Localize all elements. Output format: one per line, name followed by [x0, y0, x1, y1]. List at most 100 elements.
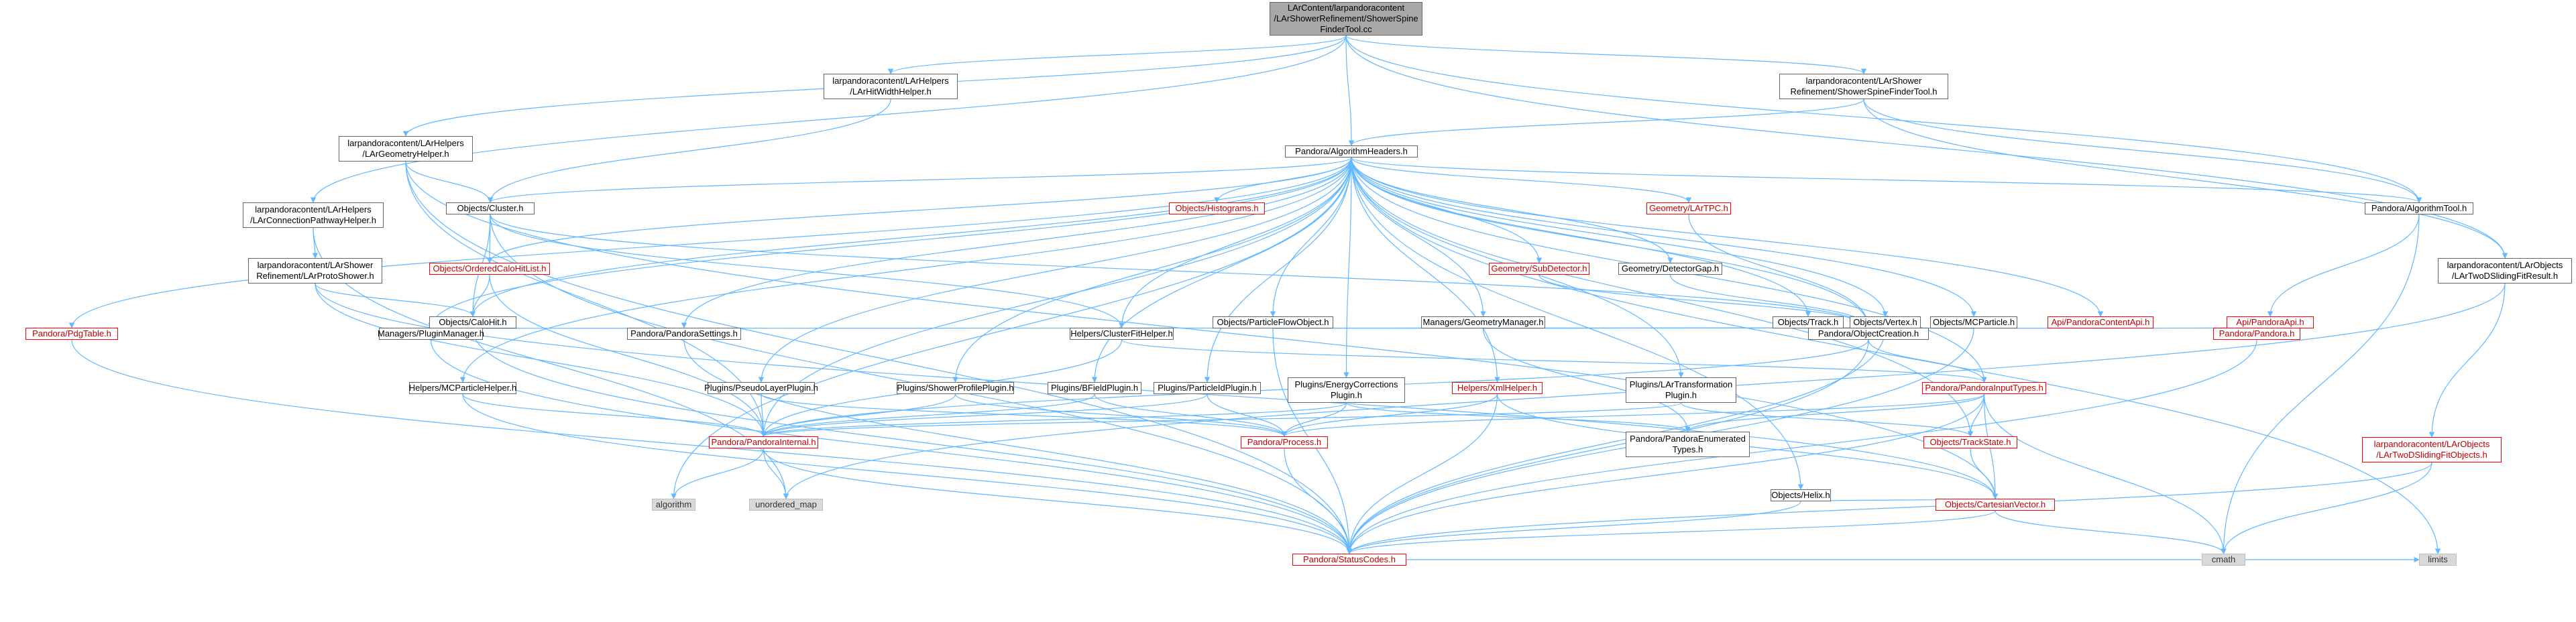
node-pbfp[interactable]: Plugins/BFieldPlugin.h [1048, 382, 1141, 394]
edge-pah-opfo [1270, 157, 1352, 317]
node-pltp[interactable]: Plugins/LArTransformation Plugin.h [1626, 377, 1736, 403]
node-apa[interactable]: Api/PandoraApi.h [2227, 316, 2314, 328]
node-ppet[interactable]: Pandora/PandoraEnumerated Types.h [1626, 432, 1750, 457]
edge-pah-ohist [1214, 157, 1352, 203]
node-l2dsfo[interactable]: larpandoracontent/LArObjects /LArTwoDSli… [2362, 437, 2502, 462]
node-lsps[interactable]: larpandoracontent/LArShower Refinement/L… [248, 258, 382, 284]
edge-pah-ohx [1351, 157, 1804, 490]
node-ocl[interactable]: Objects/Cluster.h [446, 202, 535, 214]
node-alg[interactable]: algorithm [652, 499, 695, 511]
edge-ppr-psc [1284, 448, 1353, 554]
node-gtpc[interactable]: Geometry/LArTPC.h [1646, 202, 1731, 214]
edge-ovx-psc [1346, 328, 1886, 554]
edge-pbfp-ppi [761, 393, 1095, 437]
edge-lahwh-ocl [487, 99, 891, 203]
node-limits[interactable]: limits [2419, 554, 2457, 566]
node-ppslp[interactable]: Plugins/PseudoLayerPlugin.h [704, 382, 818, 394]
edge-ocl-hcfh [490, 214, 1125, 328]
node-pah[interactable]: Pandora/AlgorithmHeaders.h [1285, 145, 1418, 158]
edge-hxml-ppr [1281, 393, 1498, 437]
node-otr[interactable]: Objects/Track.h [1773, 316, 1844, 328]
edge-pah-pecp [1343, 157, 1352, 378]
node-ppi[interactable]: Pandora/PandoraInternal.h [709, 436, 818, 448]
node-pecp[interactable]: Plugins/EnergyCorrections Plugin.h [1288, 377, 1405, 403]
node-lageo[interactable]: larpandoracontent/LArHelpers /LArGeometr… [339, 136, 473, 162]
edge-pah-ooch [486, 157, 1352, 263]
node-l2dsf[interactable]: larpandoracontent/LArObjects /LArTwoDSli… [2438, 258, 2572, 284]
edge-pah-och [469, 157, 1352, 317]
node-ppdg[interactable]: Pandora/PdgTable.h [25, 328, 118, 340]
edge-pah-poc [1351, 157, 1872, 328]
node-lssfth[interactable]: larpandoracontent/LArShower Refinement/S… [1779, 74, 1948, 99]
node-lacph[interactable]: larpandoracontent/LArHelpers /LArConnect… [243, 202, 384, 228]
edge-ohx-psc [1346, 501, 1801, 554]
edge-pltp-ppi [761, 402, 1682, 437]
edge-lageo-ocv [405, 161, 1999, 499]
edge-hmcp-ppi [462, 393, 767, 437]
edge-pat-apa [2267, 214, 2420, 317]
edge-ocl-poc [490, 214, 1872, 328]
edge-root-lacph [310, 35, 1347, 203]
node-gdg[interactable]: Geometry/DetectorGap.h [1618, 263, 1722, 275]
node-hcfh[interactable]: Helpers/ClusterFitHelper.h [1070, 328, 1174, 340]
node-ots[interactable]: Objects/TrackState.h [1923, 436, 2017, 448]
edge-ppslp-ppr [761, 393, 1288, 437]
node-pp[interactable]: Pandora/Pandora.h [2213, 328, 2300, 340]
node-opfo[interactable]: Objects/ParticleFlowObject.h [1213, 316, 1333, 328]
node-umap[interactable]: unordered_map [749, 499, 823, 511]
node-poc[interactable]: Pandora/ObjectCreation.h [1808, 328, 1929, 340]
edge-ppi-psc [763, 448, 1353, 554]
edge-pah-pat [1351, 157, 2422, 203]
node-pspp[interactable]: Plugins/ShowerProfilePlugin.h [897, 382, 1014, 394]
edge-root-l2dsf [1345, 35, 2508, 259]
edge-ppi-umap [763, 448, 789, 499]
node-mpm[interactable]: Managers/PluginManager.h [378, 328, 484, 340]
node-pat[interactable]: Pandora/AlgorithmTool.h [2365, 202, 2473, 214]
edge-root-lssfth [1345, 35, 1866, 74]
node-hxml[interactable]: Helpers/XmlHelper.h [1452, 382, 1543, 394]
edge-ooch-och [469, 274, 490, 317]
edge-ppi-alg [671, 448, 765, 499]
node-ohx[interactable]: Objects/Helix.h [1771, 489, 1831, 501]
node-lahwh[interactable]: larpandoracontent/LArHelpers /LArHitWidt… [824, 74, 958, 99]
edge-pps-psc [683, 339, 1353, 554]
edge-lageo-psc [405, 161, 1353, 554]
edge-ppid-ppi [761, 393, 1208, 437]
node-pps[interactable]: Pandora/PandoraSettings.h [627, 328, 741, 340]
edge-pah-ppslp [758, 157, 1352, 383]
edge-l2dsf-l2dsfo [2428, 283, 2506, 438]
edge-l2dsfo-psc [1346, 462, 2432, 554]
edge-mpm-psc [430, 339, 1353, 554]
node-ooch[interactable]: Objects/OrderedCaloHitList.h [429, 263, 550, 275]
edge-ocv-psc [1347, 510, 1996, 554]
edge-lageo-ocl [405, 161, 494, 203]
node-ovx[interactable]: Objects/Vertex.h [1850, 316, 1921, 328]
edge-pat-cmath [2221, 214, 2420, 554]
edge-layer [68, 35, 2508, 563]
node-gsd[interactable]: Geometry/SubDetector.h [1489, 263, 1589, 275]
node-root[interactable]: LArContent/larpandoracontent /LArShowerR… [1270, 2, 1422, 36]
node-ocv[interactable]: Objects/CartesianVector.h [1936, 499, 2055, 511]
edge-ppslp-ppi [761, 393, 767, 437]
edge-ppit-ots [1967, 393, 1985, 437]
node-psc[interactable]: Pandora/StatusCodes.h [1292, 554, 1406, 566]
edge-pecp-ppet [1345, 402, 1691, 432]
node-ppit[interactable]: Pandora/PandoraInputTypes.h [1922, 382, 2046, 394]
edge-och-psc [472, 328, 1353, 554]
edge-root-pah [1345, 35, 1355, 146]
node-cmath[interactable]: cmath [2202, 554, 2245, 566]
node-omcp[interactable]: Objects/MCParticle.h [1930, 316, 2017, 328]
node-apca[interactable]: Api/PandoraContentApi.h [2048, 316, 2153, 328]
edge-poc-psc [1346, 339, 1869, 554]
edge-ppit-cmath [1983, 393, 2227, 554]
node-ppid[interactable]: Plugins/ParticleIdPlugin.h [1154, 382, 1261, 394]
edge-pah-hmcp [459, 157, 1352, 383]
node-mgm[interactable]: Managers/GeometryManager.h [1421, 316, 1545, 328]
edge-mgm-ppet [1482, 328, 1691, 432]
node-ohist[interactable]: Objects/Histograms.h [1169, 202, 1265, 214]
node-ppr[interactable]: Pandora/Process.h [1241, 436, 1328, 448]
edge-ppit-ppet [1685, 393, 1985, 432]
edge-pah-pbfp [1091, 157, 1352, 383]
node-och[interactable]: Objects/CaloHit.h [429, 316, 516, 328]
node-hmcp[interactable]: Helpers/MCParticleHelper.h [408, 382, 517, 394]
